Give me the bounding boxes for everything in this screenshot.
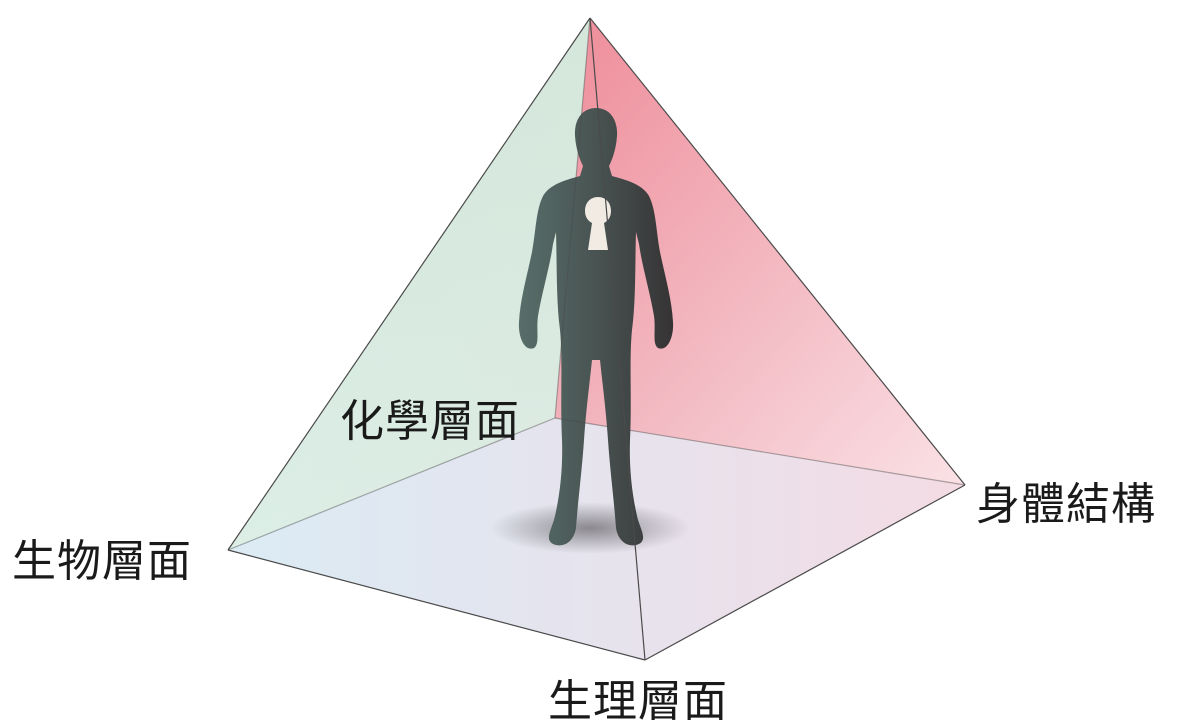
label-physiological-aspect: 生理層面 (548, 676, 728, 727)
pyramid-front-face (228, 18, 965, 660)
pyramid-edges (227, 17, 966, 661)
label-body-structure: 身體結構 (976, 479, 1156, 530)
label-biological-aspect: 生物層面 (12, 536, 192, 587)
label-chemical-aspect: 化學層面 (340, 396, 520, 447)
